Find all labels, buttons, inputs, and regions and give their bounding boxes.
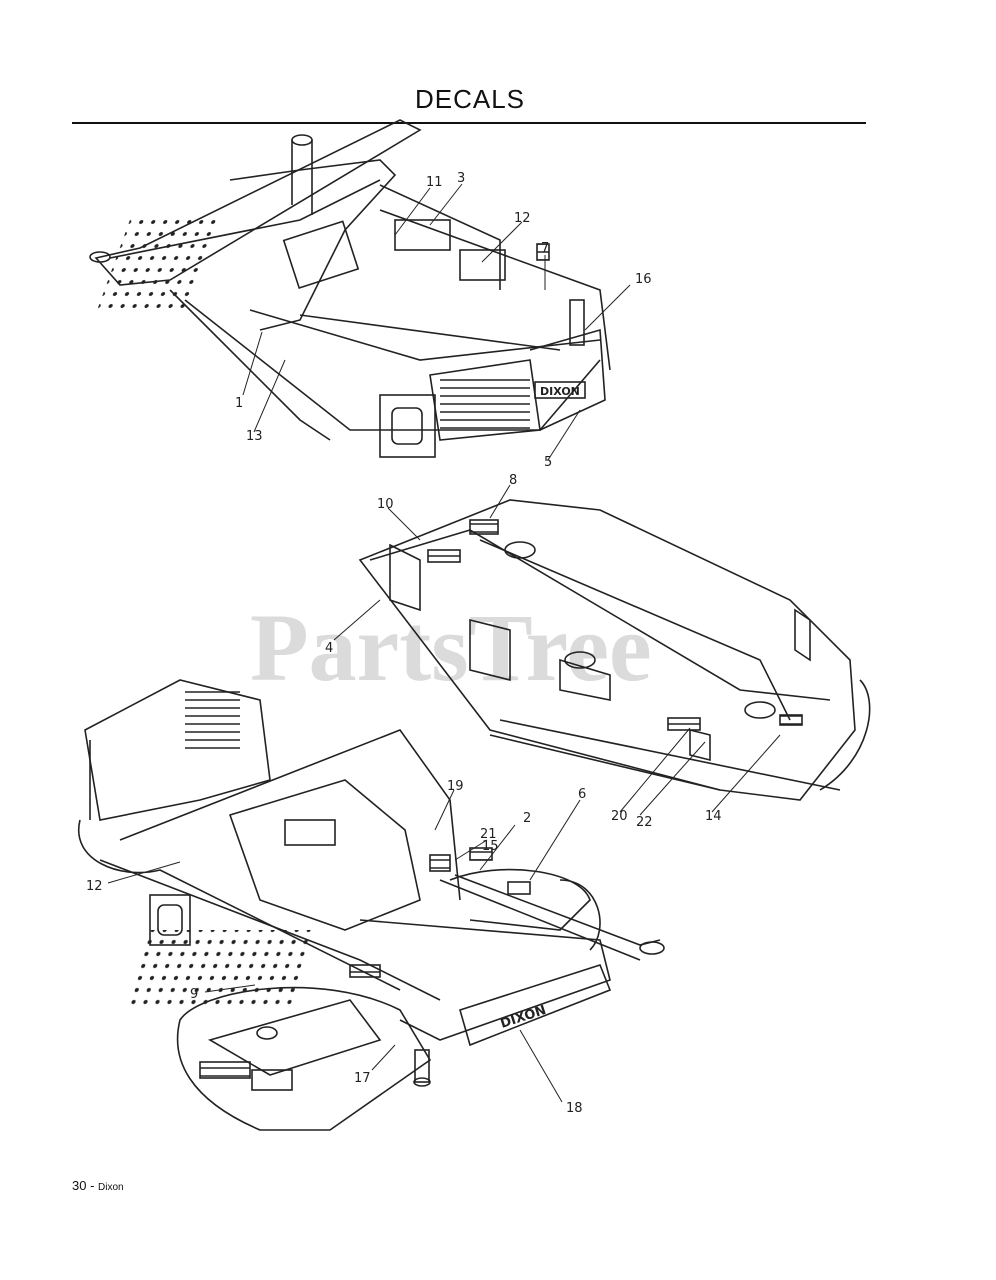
mower-deck-assembly [358,499,871,801]
callout-4: 4 [325,641,333,656]
callout-10: 10 [377,497,394,512]
callout-13: 13 [246,429,263,444]
rear-brand-decal: DIXON [540,385,580,398]
callout-18: 18 [566,1101,583,1116]
page-title: DECALS [414,84,526,114]
callout-5: 5 [544,455,552,470]
rear-frame-assembly [89,119,611,458]
callout-19: 19 [447,779,464,794]
callout-17: 17 [354,1071,371,1086]
front-brand-decal: DIXON [499,1003,548,1032]
callout-20: 20 [611,809,628,824]
callout-2: 2 [523,811,531,826]
callout-9: 9 [190,987,198,1002]
callout-15: 15 [482,839,499,854]
callout-3: 3 [457,171,465,186]
footer-brand: Dixon [98,1182,124,1193]
footer-separator: - [86,1178,99,1193]
callout-labels: 11 3 12 7 16 1 13 5 8 10 4 19 21 2 6 15 … [86,171,722,1116]
callout-6: 6 [578,787,586,802]
callout-22: 22 [636,815,653,830]
callout-7: 7 [541,241,549,256]
callout-11: 11 [426,175,443,190]
callout-12-bottom: 12 [86,879,103,894]
callout-16: 16 [635,272,652,287]
footer-page-number: 30 [72,1178,87,1193]
page-footer: 30 - Dixon [72,1178,124,1193]
watermark: PartsTree [250,594,652,701]
callout-12-top: 12 [514,211,531,226]
front-frame-assembly [77,679,665,1131]
callout-14: 14 [705,809,722,824]
callout-21: 21 [480,827,497,842]
title-rule [72,122,866,124]
callout-1: 1 [235,396,243,411]
callout-leaders [107,183,781,1103]
callout-8: 8 [509,473,517,488]
